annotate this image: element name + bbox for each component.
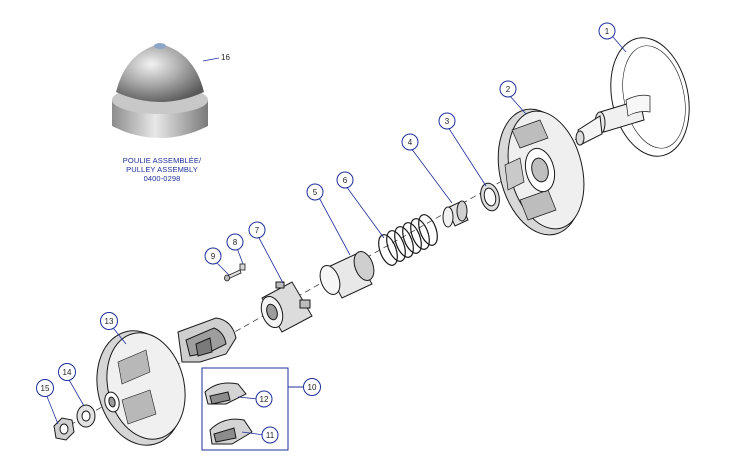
- callout-6-label: 6: [343, 176, 348, 185]
- callout-14: 14: [58, 363, 76, 381]
- callout-5: 5: [306, 183, 324, 201]
- callout-6: 6: [336, 171, 354, 189]
- callout-3: 3: [438, 112, 456, 130]
- callout-4: 4: [401, 133, 419, 151]
- callout-2: 2: [499, 80, 517, 98]
- callout-1-label: 1: [605, 27, 610, 36]
- callout-8-label: 8: [233, 238, 238, 247]
- callout-9: 9: [204, 247, 222, 265]
- caption-line-2: PULLEY ASSEMBLY: [126, 165, 198, 174]
- caption-part-number: 0400-0298: [143, 174, 181, 183]
- pulley-assembly-photo: [112, 43, 208, 138]
- callout-1: 1: [598, 22, 616, 40]
- caption-line-1: POULIE ASSEMBLÉE/: [122, 156, 202, 165]
- part-1-fixed-sheave: [575, 37, 690, 157]
- callout-11-label: 11: [266, 431, 275, 440]
- callout-5-label: 5: [313, 188, 318, 197]
- callout-11: 11: [261, 426, 279, 444]
- part-15-nut: [53, 417, 75, 441]
- callout-16-label: 16: [221, 53, 230, 62]
- callout-3-label: 3: [445, 117, 450, 126]
- leader-lines: [45, 36, 627, 436]
- callout-12: 12: [255, 390, 273, 408]
- callout-4-label: 4: [408, 138, 413, 147]
- part-11-ramp: [209, 418, 253, 445]
- callout-10: 10: [303, 378, 321, 396]
- callout-10-label: 10: [308, 383, 317, 392]
- part-14-washer: [76, 404, 96, 428]
- callout-2-label: 2: [506, 85, 511, 94]
- part-3-washer: [480, 182, 500, 212]
- part-8-nut: [239, 263, 246, 271]
- callout-14-label: 14: [63, 368, 72, 377]
- part-6-spring: [378, 214, 438, 266]
- callout-8: 8: [226, 233, 244, 251]
- part-10-ramp-housing: [177, 317, 237, 363]
- callout-13-label: 13: [105, 317, 114, 326]
- part-7-hub: [260, 281, 313, 333]
- part-4-bushing: [442, 200, 469, 228]
- part-2-cam-plate: [497, 108, 585, 236]
- callout-12-label: 12: [260, 395, 269, 404]
- callout-7: 7: [248, 221, 266, 239]
- part-13-movable-sheave: [96, 330, 186, 446]
- callout-15: 15: [36, 379, 54, 397]
- part-9-bolt: [224, 269, 242, 282]
- callout-13: 13: [100, 312, 118, 330]
- part-12-ramp: [204, 382, 247, 405]
- callout-9-label: 9: [211, 252, 216, 261]
- assembly-caption: POULIE ASSEMBLÉE/ PULLEY ASSEMBLY 0400-0…: [112, 156, 212, 183]
- part-10-group-box: [201, 367, 304, 451]
- callout-7-label: 7: [255, 226, 260, 235]
- callout-15-label: 15: [41, 384, 50, 393]
- part-5-sleeve: [319, 251, 375, 299]
- callout-16: 16: [221, 53, 230, 62]
